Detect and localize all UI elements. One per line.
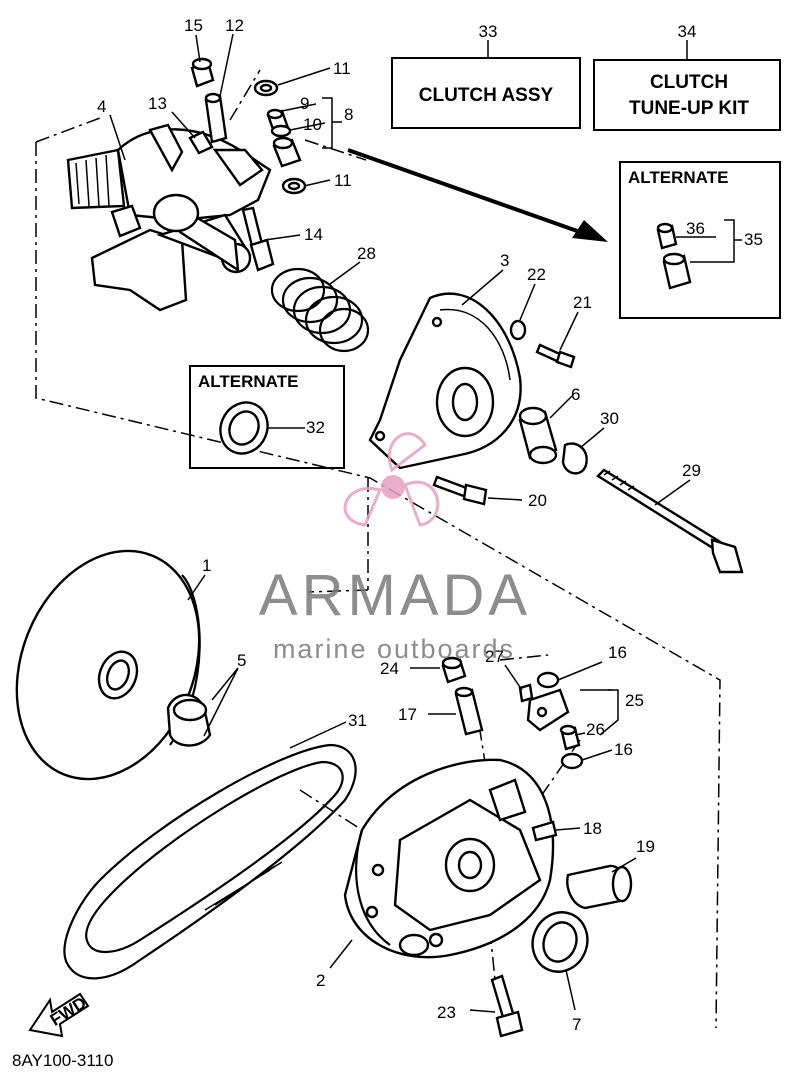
part-20-bolt [432,475,488,506]
callout-14: 14 [304,225,323,244]
callout-4: 4 [97,97,106,116]
part-29-long-bolt [596,468,744,574]
callout-27: 27 [485,647,504,666]
callout-10: 10 [303,115,322,134]
tune-up-kit-line1: CLUTCH [650,72,728,93]
part-30-ring [561,442,588,475]
alternate-top-box: ALTERNATE 36 35 [619,161,781,319]
callout-23: 23 [437,1003,456,1022]
alternate-mid-title: ALTERNATE [198,372,298,391]
part-16-washer-b [560,752,584,770]
callout-21: 21 [573,293,592,312]
callout-20: 20 [528,491,547,510]
part-31-belt [63,743,357,980]
callout-15: 15 [184,16,203,35]
callout-36: 36 [686,219,705,238]
part-6-bushing [518,406,558,465]
leader-lines [109,33,742,1013]
callout-34: 34 [678,22,697,41]
part-16-washer-a [536,671,560,689]
callout-3: 3 [500,251,509,270]
part-14-bolt [241,206,275,272]
parts-8-11-weights [253,79,307,195]
callout-18: 18 [583,819,602,838]
callout-11-top: 11 [333,59,351,78]
part-22-washer [509,319,527,341]
part-28-spring [270,267,370,353]
clutch-assy-label: CLUTCH ASSY [419,85,554,106]
callout-29: 29 [682,461,701,480]
alternate-mid-box: ALTERNATE 32 [189,365,345,469]
tune-up-kit-box: 34 CLUTCH TUNE-UP KIT [593,22,781,131]
callout-16-bottom: 16 [614,740,633,759]
fwd-arrow: FWD [28,992,90,1038]
callout-35: 35 [744,230,763,249]
part-24-cap [441,656,467,684]
part-1-sheave [15,549,201,781]
callout-11-bottom: 11 [334,171,352,190]
callout-1: 1 [202,556,211,575]
callout-28: 28 [357,244,376,263]
callout-5: 5 [237,651,246,670]
callout-8: 8 [344,105,353,124]
part-12-pin [204,92,228,144]
part-26-roller [559,724,581,751]
watermark-tagline: marine outboards [273,634,515,664]
part-15-cap [190,57,215,88]
arrow-to-alternate [347,148,608,242]
watermark-brand: ARMADA [259,563,531,628]
part-19-sleeve [566,864,633,910]
callout-31: 31 [348,711,367,730]
armada-propeller-logo [343,432,440,527]
part-21-bolt [535,343,576,369]
part-5-bushing [166,693,212,747]
part-27-pin [518,683,534,703]
part-7-ring [531,911,589,973]
callout-33: 33 [479,22,498,41]
part-25-arm [526,688,570,732]
callout-22: 22 [527,265,546,284]
callout-17: 17 [398,705,417,724]
alternate-top-title: ALTERNATE [628,168,728,187]
callout-19: 19 [636,837,655,856]
callout-24: 24 [380,659,399,678]
part-3-cover [368,292,522,470]
part-4-primary-sheave [66,123,272,312]
callout-16-top: 16 [608,643,627,662]
part-13-pin [188,130,214,155]
callout-30: 30 [600,409,619,428]
diagram-code: 8AY100-3110 [12,1051,113,1070]
callout-9: 9 [300,94,309,113]
armada-watermark: ARMADA marine outboards [259,432,531,664]
tune-up-kit-line2: TUNE-UP KIT [629,98,749,119]
part-2-secondary-sheave [343,758,555,959]
part-23-bolt [490,974,524,1038]
callout-12: 12 [225,16,244,35]
clutch-assy-box: 33 CLUTCH ASSY [391,22,581,129]
callout-7: 7 [572,1015,581,1034]
callout-6: 6 [571,385,580,404]
part-17-pin [454,686,484,736]
callout-32: 32 [306,418,325,437]
callout-26: 26 [586,720,605,739]
callout-2: 2 [316,971,325,990]
part-18-screw [531,820,558,842]
callout-13: 13 [148,94,167,113]
callout-25: 25 [625,691,644,710]
callout-numbers: 15 12 13 4 11 9 10 8 11 14 28 3 22 21 6 … [97,16,701,1034]
